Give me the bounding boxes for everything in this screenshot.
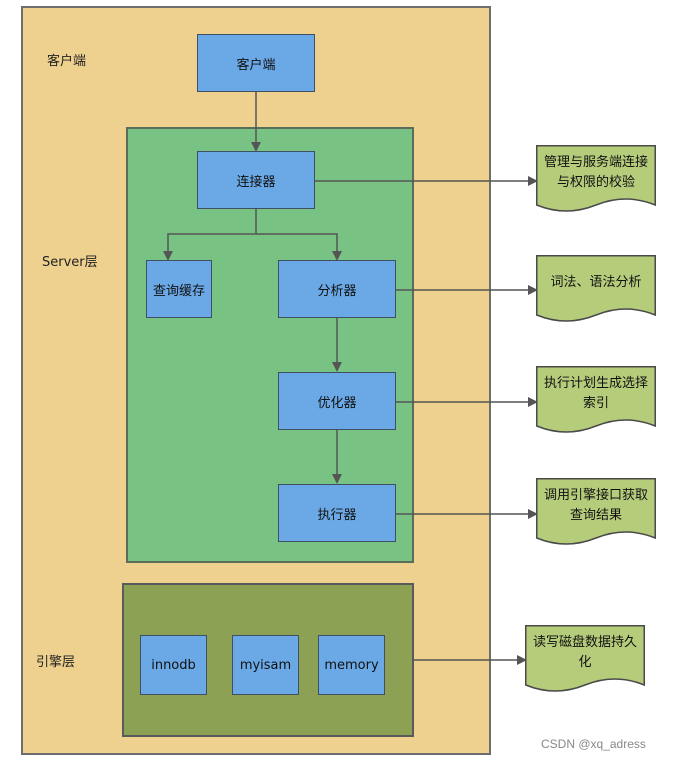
note-connector: 管理与服务端连接与权限的校验 bbox=[536, 145, 656, 215]
arrow-connector-to-cache bbox=[163, 209, 257, 261]
note-text: 索引 bbox=[582, 396, 609, 411]
note-text: 与权限的校验 bbox=[556, 175, 635, 190]
innodb-box[interactable]: innodb bbox=[140, 635, 207, 695]
query-cache-box[interactable]: 查询缓存 bbox=[146, 260, 212, 318]
executor-box[interactable]: 执行器 bbox=[278, 484, 396, 542]
analyzer-box[interactable]: 分析器 bbox=[278, 260, 396, 318]
optimizer-box[interactable]: 优化器 bbox=[278, 372, 396, 430]
watermark: CSDN @xq_adress bbox=[541, 737, 646, 751]
note-text: 调用引擎接口获取 bbox=[543, 488, 648, 503]
note-engine: 读写磁盘数据持久化 bbox=[525, 625, 645, 695]
note-text: 执行计划生成选择 bbox=[543, 376, 648, 391]
note-text: 化 bbox=[578, 655, 592, 670]
arrow-connector-to-analyzer bbox=[256, 233, 342, 261]
note-executor: 调用引擎接口获取查询结果 bbox=[536, 478, 656, 548]
note-text: 词法、语法分析 bbox=[550, 275, 642, 290]
note-text: 查询结果 bbox=[569, 508, 622, 523]
zone-label-server: Server层 bbox=[42, 255, 98, 270]
client-box[interactable]: 客户端 bbox=[197, 34, 315, 92]
zone-label-client: 客户端 bbox=[47, 54, 87, 69]
memory-box[interactable]: memory bbox=[318, 635, 385, 695]
connector-box[interactable]: 连接器 bbox=[197, 151, 315, 209]
myisam-box[interactable]: myisam bbox=[232, 635, 299, 695]
note-optimizer: 执行计划生成选择索引 bbox=[536, 366, 656, 436]
zone-label-engine: 引擎层 bbox=[36, 655, 76, 670]
note-text: 读写磁盘数据持久 bbox=[532, 635, 637, 650]
note-analyzer: 词法、语法分析 bbox=[536, 255, 656, 325]
note-text: 管理与服务端连接 bbox=[543, 155, 648, 170]
